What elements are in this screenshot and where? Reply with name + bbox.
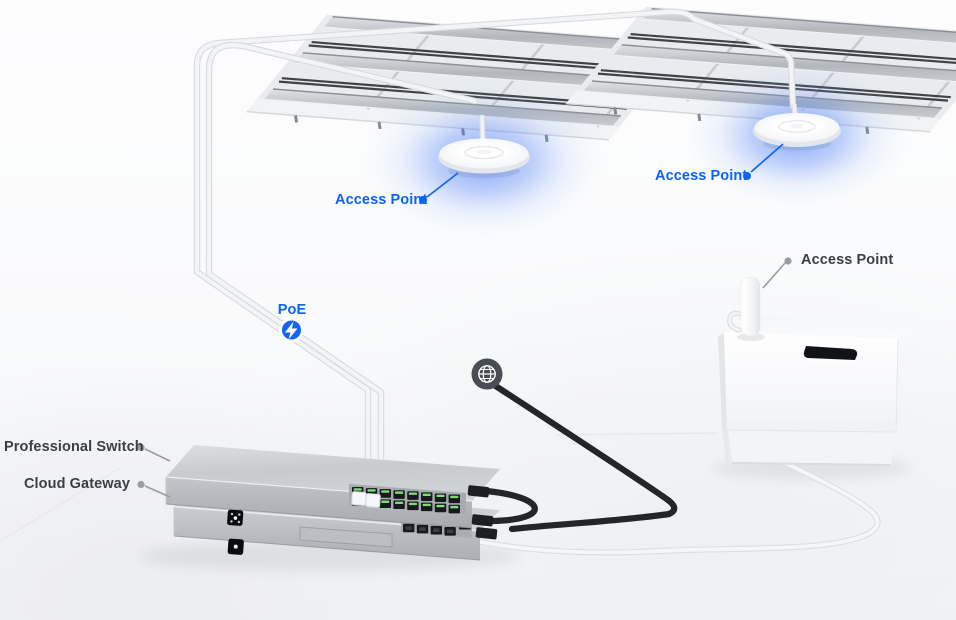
wall-antenna-access-point [727, 276, 765, 341]
leader-dot-ap-left [419, 196, 427, 204]
label-access-point-ceiling-left: Access Point [335, 192, 428, 208]
box-handle-slot [803, 346, 858, 360]
internet-cable [482, 377, 678, 533]
label-professional-switch: Professional Switch [4, 439, 144, 455]
wall-mount-box [718, 316, 934, 466]
label-cloud-gateway: Cloud Gateway [23, 476, 130, 492]
poe-bolt-icon [279, 317, 304, 343]
black-cable-connectors [467, 485, 498, 540]
leader-dot-gateway [137, 480, 145, 489]
access-point-ceiling-left-device [438, 114, 530, 178]
label-access-point-ceiling-right: Access Point [655, 168, 748, 184]
leader-dot-ap-right [743, 172, 751, 180]
floor-seam [555, 432, 719, 436]
leader-dot-ap-wall [784, 257, 792, 265]
label-poe: PoE [277, 302, 307, 318]
label-access-point-wall: Access Point [801, 252, 894, 268]
switch-ethernet-ports [352, 487, 460, 514]
leader-dot-switch [137, 443, 145, 452]
internet-globe-icon [471, 358, 503, 390]
leader-lines [137, 143, 792, 498]
white-rj45-plugs [351, 491, 381, 508]
patch-cable-switch-to-gateway [482, 487, 538, 525]
access-point-ceiling-right-device [753, 103, 841, 151]
